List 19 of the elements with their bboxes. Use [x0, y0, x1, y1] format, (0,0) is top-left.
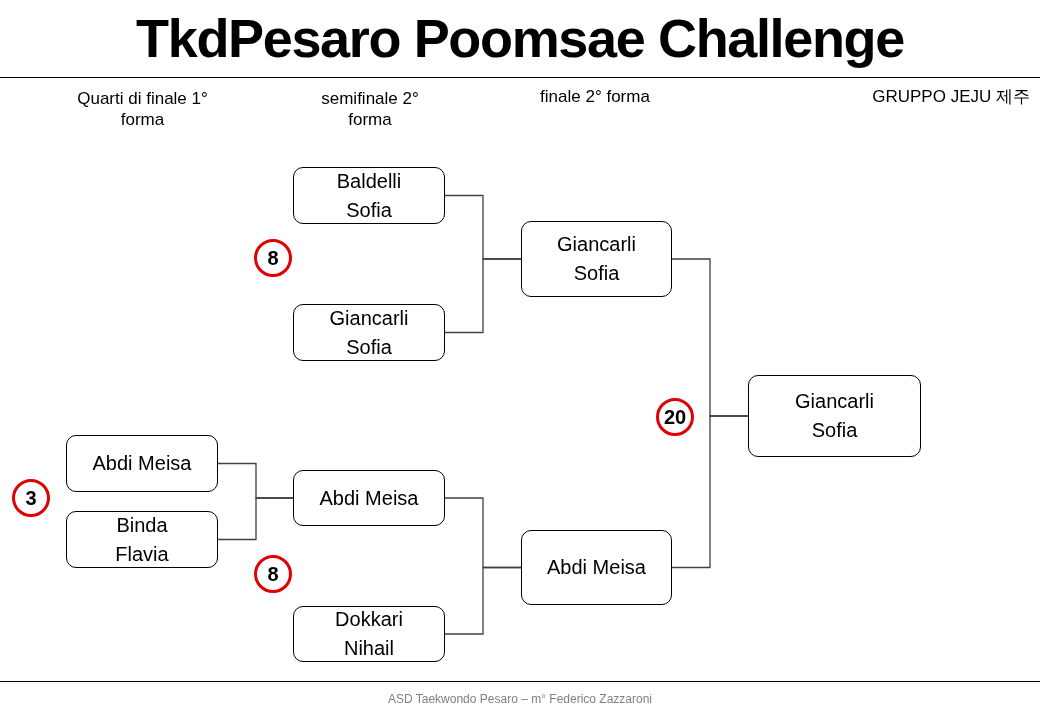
- bracket-line: [671, 415, 749, 569]
- name-box: Binda Flavia: [66, 511, 218, 568]
- name-box: Baldelli Sofia: [293, 167, 445, 224]
- bracket-line: [217, 497, 294, 541]
- column-heading: semifinale 2° forma: [320, 88, 420, 130]
- bracket-line: [444, 566, 522, 635]
- name-box: Dokkari Nihail: [293, 606, 445, 662]
- column-heading: GRUPPO JEJU 제주: [871, 86, 1030, 107]
- name-box: Abdi Meisa: [293, 470, 445, 526]
- column-heading: Quarti di finale 1° forma: [76, 88, 209, 130]
- title: TkdPesaro Poomsae Challenge: [135, 7, 905, 70]
- name-box: Abdi Meisa: [66, 435, 218, 492]
- footer-credit: ASD Taekwondo Pesaro – m° Federico Zazzaroni: [386, 691, 653, 708]
- name-box: Giancarli Sofia: [521, 221, 672, 297]
- name-box: Giancarli Sofia: [748, 375, 921, 457]
- bracket-line: [444, 258, 522, 334]
- column-heading: finale 2° forma: [539, 86, 651, 107]
- name-box: Abdi Meisa: [521, 530, 672, 605]
- name-box: Giancarli Sofia: [293, 304, 445, 361]
